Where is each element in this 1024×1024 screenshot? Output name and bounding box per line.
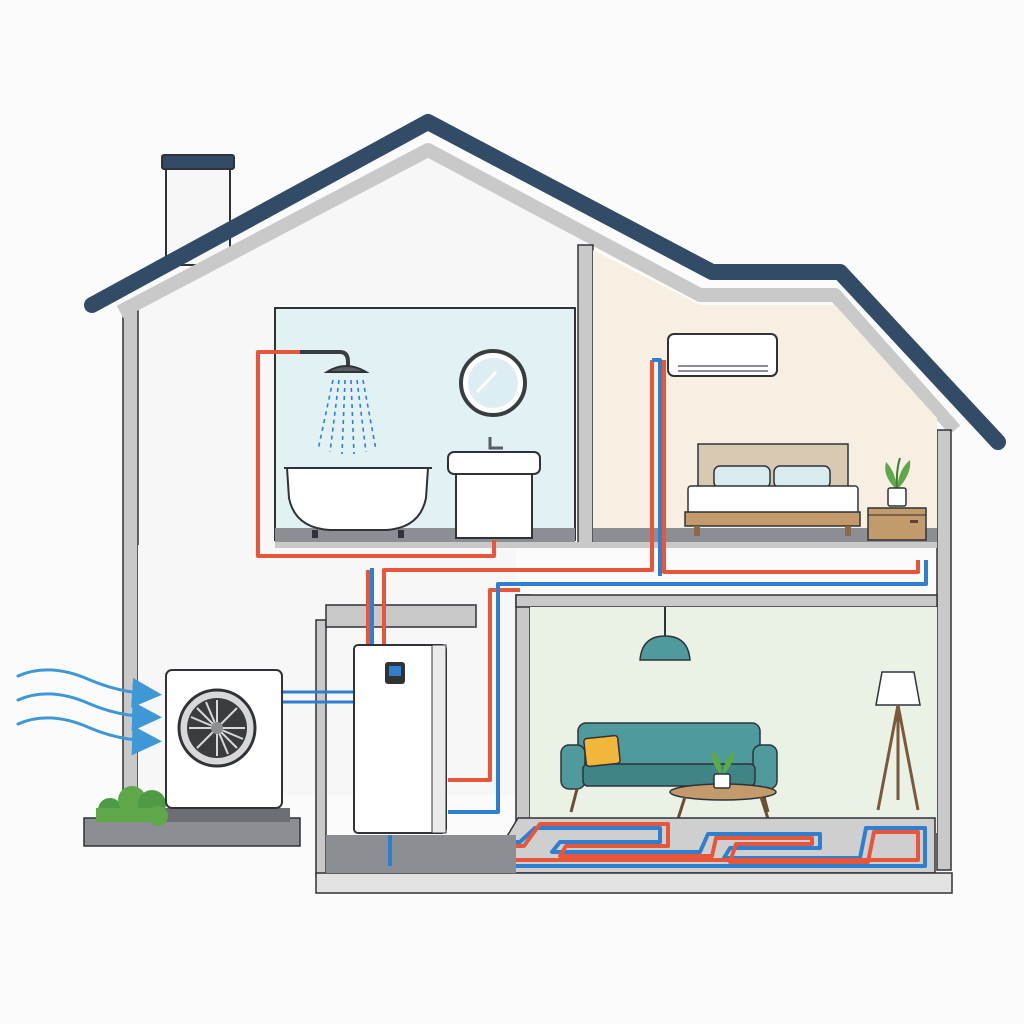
shower-water	[317, 379, 377, 455]
sink-icon	[447, 437, 541, 539]
left-exterior-wall	[122, 304, 139, 826]
control-screen-icon	[385, 662, 405, 684]
utility-floor	[326, 835, 516, 873]
utility-shelf	[325, 604, 477, 628]
pump-pad	[155, 808, 290, 822]
pump-base-plinth	[83, 817, 301, 847]
airflow-arrow-top	[16, 668, 162, 708]
underfloor-hot-loop	[408, 822, 920, 864]
fan-icon	[177, 688, 257, 768]
cold-water-pipes	[370, 358, 928, 866]
hot-pipe-bedroom	[662, 360, 920, 574]
roof	[84, 114, 1006, 450]
bedroom-background	[593, 250, 937, 545]
airflow-arrow-bottom	[16, 716, 162, 756]
utility-room-wall	[315, 619, 327, 877]
indoor-hydronic-unit	[353, 644, 447, 834]
living-room	[398, 594, 938, 874]
airflow-arrow-middle	[16, 692, 162, 732]
airflow-arrows	[16, 668, 162, 756]
hot-pipe-bathroom	[382, 360, 654, 645]
cold-pipe-main	[448, 560, 928, 814]
upper-floor-slab	[275, 542, 937, 548]
roof-underlay	[116, 143, 961, 435]
ac-unit-icon	[667, 333, 778, 377]
bathtub-icon	[284, 467, 432, 538]
bed-icon	[684, 443, 861, 536]
ground-floor-slab	[315, 872, 953, 894]
floor-lamp-icon	[875, 671, 921, 811]
foundation	[315, 604, 953, 894]
living-room-ceiling	[515, 594, 938, 608]
hot-pipe-bathroom-supply	[256, 350, 496, 558]
shower-head-icon	[300, 350, 377, 455]
bedroom	[577, 244, 937, 546]
table-plant-icon	[712, 750, 735, 789]
bedroom-wall-divider	[577, 244, 594, 546]
hot-pipe-floor	[448, 588, 520, 782]
nightstand	[867, 507, 927, 541]
lamp-icon	[639, 607, 691, 661]
refrigerant-lines	[282, 690, 354, 704]
chimney-cap	[161, 154, 235, 170]
mirror-icon	[459, 349, 527, 417]
bush	[96, 786, 168, 826]
hot-water-pipes	[256, 350, 920, 782]
cold-pipe-ac	[652, 358, 662, 576]
plant-icon	[885, 457, 911, 507]
living-room-wall	[515, 594, 531, 836]
bathroom	[274, 307, 576, 542]
heat-pump-outdoor-unit	[83, 669, 301, 847]
right-exterior-wall	[936, 429, 952, 871]
